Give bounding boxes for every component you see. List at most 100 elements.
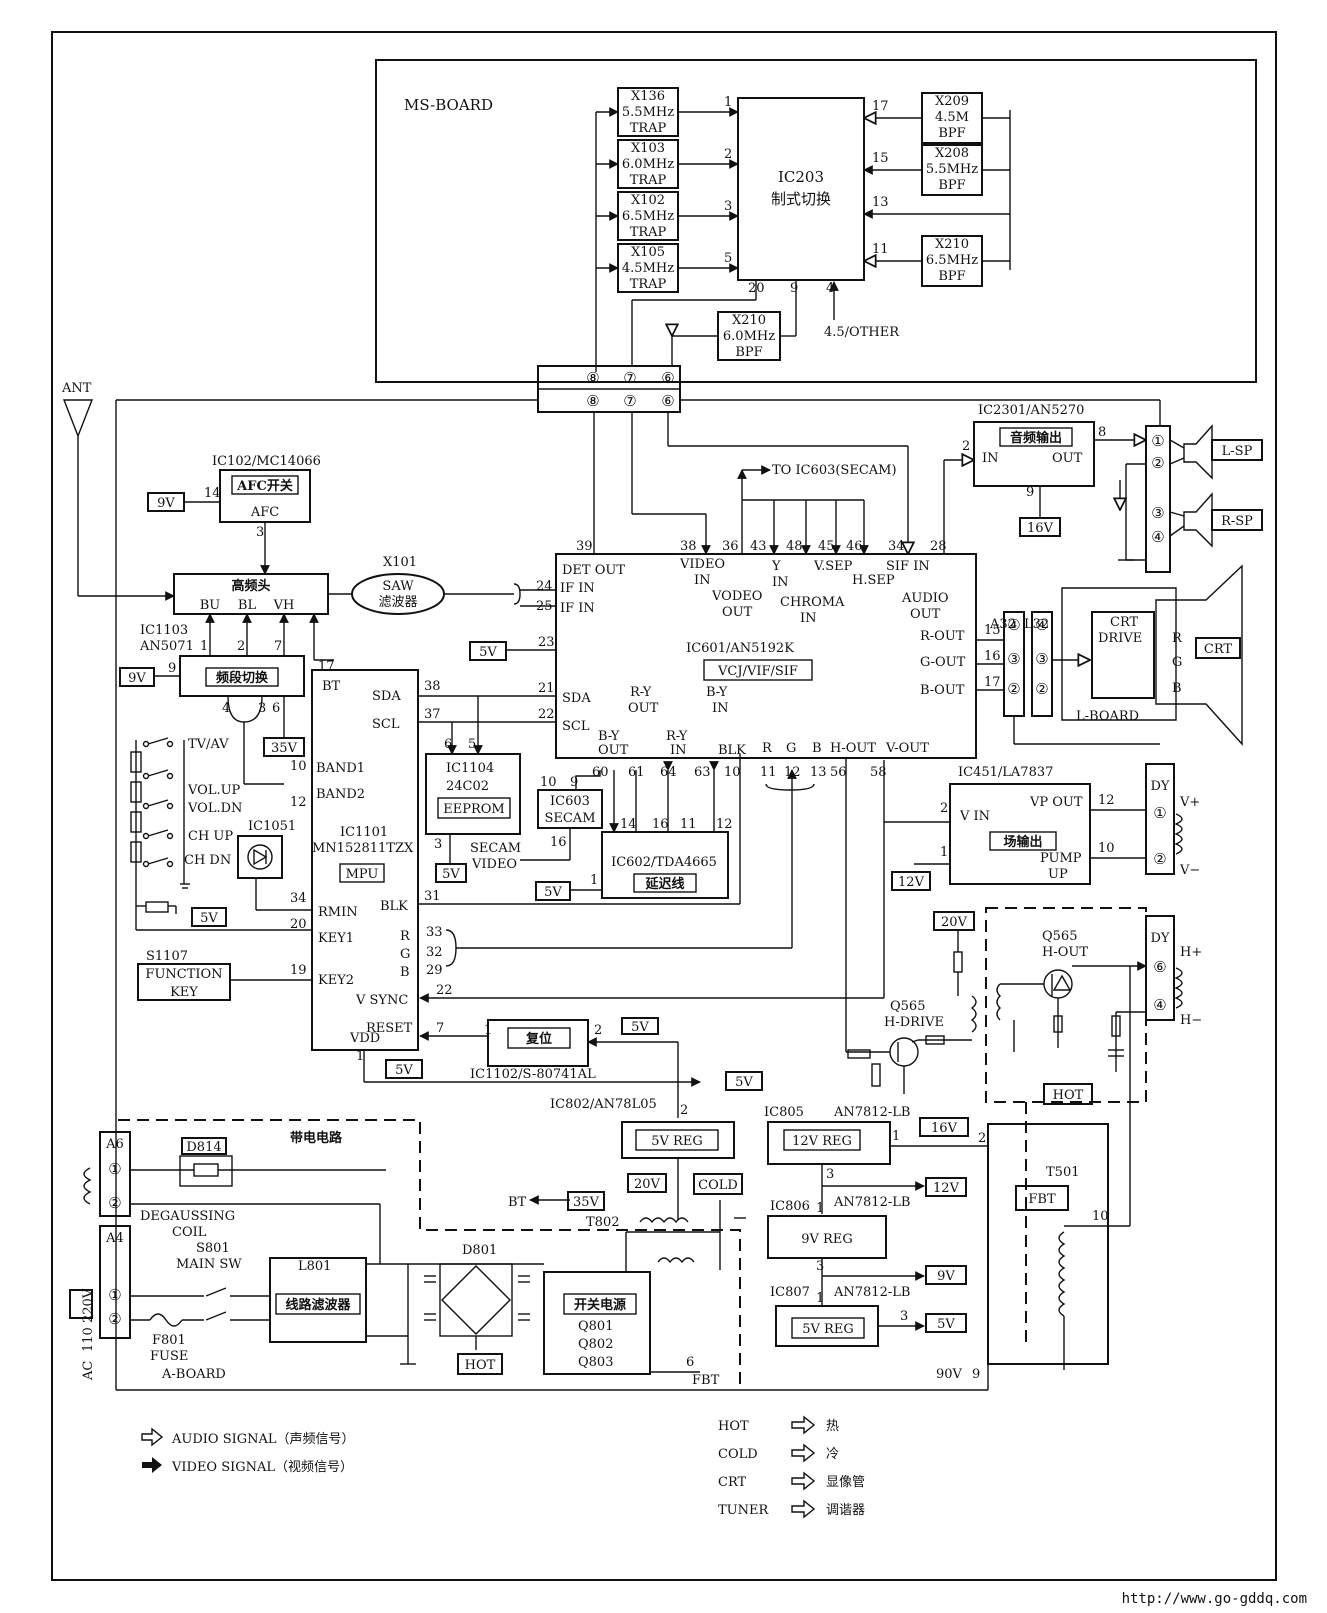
svg-text:5V: 5V [442, 867, 460, 882]
svg-text:CH UP: CH UP [188, 829, 233, 844]
svg-text:KEY1: KEY1 [318, 931, 354, 946]
svg-text:3: 3 [258, 701, 266, 716]
svg-text:V-OUT: V-OUT [885, 741, 929, 756]
svg-text:L-BOARD: L-BOARD [1076, 709, 1139, 724]
svg-text:L-SP: L-SP [1222, 444, 1253, 459]
ic601: DET OUT IF IN IF IN VIDEO IN VODEO OUT Y… [469, 539, 1004, 791]
crt-section: A32 L32 ④ ③ ② ④ ③ ② CRT DRIVE R G B L-BO… [989, 564, 1243, 746]
svg-text:58: 58 [870, 765, 887, 780]
ic1103: IC1103 AN5071 频段切换 9V 9 1 2 7 4 3 6 35V [119, 613, 305, 757]
svg-text:IN: IN [670, 743, 687, 758]
svg-text:5V: 5V [735, 1075, 753, 1090]
svg-text:AFC: AFC [250, 505, 279, 520]
svg-text:TUNER: TUNER [718, 1503, 769, 1518]
svg-text:AUDIO SIGNAL（声频信号）: AUDIO SIGNAL（声频信号） [171, 1432, 355, 1447]
svg-text:KEY: KEY [170, 985, 198, 1000]
svg-text:场输出: 场输出 [1003, 834, 1042, 850]
svg-text:IC2301/AN5270: IC2301/AN5270 [978, 403, 1084, 418]
svg-text:⑧: ⑧ [586, 369, 599, 387]
svg-text:RESET: RESET [366, 1021, 413, 1036]
svg-text:热: 热 [826, 1419, 839, 1434]
svg-text:COLD: COLD [698, 1178, 738, 1193]
svg-text:R: R [400, 929, 411, 944]
svg-text:35V: 35V [271, 741, 298, 756]
svg-text:BPF: BPF [938, 269, 965, 284]
source-url: http://www.go-gddq.com [1121, 1591, 1307, 1607]
svg-text:AN7812-LB: AN7812-LB [833, 1105, 910, 1120]
svg-text:22: 22 [436, 983, 453, 998]
speakers: ① ② ③ ④ L-SP R-SP [1118, 424, 1263, 573]
svg-text:6.5MHz: 6.5MHz [622, 209, 674, 224]
svg-text:CRT: CRT [1204, 642, 1233, 657]
svg-text:B-OUT: B-OUT [920, 683, 965, 698]
svg-text:X136: X136 [631, 89, 665, 104]
svg-text:③: ③ [1007, 650, 1020, 668]
svg-text:2: 2 [680, 1103, 688, 1118]
svg-text:1: 1 [816, 1201, 824, 1216]
svg-text:9: 9 [1026, 485, 1034, 500]
svg-text:110 220V: 110 220V [81, 1288, 96, 1352]
svg-text:A-BOARD: A-BOARD [161, 1367, 226, 1382]
svg-text:MS-BOARD: MS-BOARD [404, 96, 493, 114]
svg-text:37: 37 [424, 707, 441, 722]
ic807: IC807 AN7812-LB 5V REG 1 3 5V [770, 1285, 967, 1347]
svg-text:③: ③ [1035, 650, 1048, 668]
svg-text:OUT: OUT [722, 605, 753, 620]
svg-text:H-DRIVE: H-DRIVE [884, 1015, 944, 1030]
svg-text:2: 2 [594, 1023, 602, 1038]
svg-text:17: 17 [872, 99, 889, 114]
svg-text:⑥: ⑥ [661, 392, 674, 410]
svg-text:②: ② [1035, 680, 1048, 698]
svg-text:TRAP: TRAP [630, 173, 667, 188]
svg-text:10: 10 [1092, 1209, 1109, 1224]
svg-text:15: 15 [872, 151, 889, 166]
svg-text:1: 1 [200, 639, 208, 654]
svg-text:BPF: BPF [938, 178, 965, 193]
svg-text:B: B [812, 741, 822, 756]
svg-text:X210: X210 [935, 237, 969, 252]
svg-text:OUT: OUT [628, 701, 659, 716]
svg-text:4: 4 [222, 701, 230, 716]
svg-text:29: 29 [426, 963, 443, 978]
svg-text:R: R [1172, 631, 1183, 646]
svg-text:2: 2 [940, 801, 948, 816]
svg-text:FBT: FBT [692, 1373, 720, 1388]
bpf-x208: X208 5.5MHz BPF [921, 144, 983, 196]
svg-text:11: 11 [680, 817, 697, 832]
s1107: S1107 FUNCTION KEY 19 [137, 949, 312, 1001]
svg-text:AUDIO: AUDIO [901, 591, 949, 606]
svg-text:3: 3 [256, 525, 264, 540]
key-matrix: TV/AV VOL.UP VOL.DN CH UP CH DN 10 12 5V [130, 737, 312, 931]
svg-text:TRAP: TRAP [630, 277, 667, 292]
svg-text:①: ① [108, 1160, 121, 1178]
svg-text:V IN: V IN [959, 809, 990, 824]
svg-text:VIDEO SIGNAL（视频信号）: VIDEO SIGNAL（视频信号） [171, 1460, 353, 1475]
svg-text:39: 39 [576, 539, 593, 554]
svg-text:9: 9 [972, 1367, 980, 1382]
svg-text:②: ② [1151, 454, 1164, 472]
svg-text:12V: 12V [898, 875, 925, 890]
svg-text:34: 34 [888, 539, 905, 554]
svg-text:21: 21 [538, 681, 555, 696]
fbt-t501: T501 FBT 2 10 9 90V [936, 966, 1131, 1382]
svg-text:VP OUT: VP OUT [1029, 795, 1083, 810]
svg-text:11: 11 [872, 242, 889, 257]
saw-filter: X101 SAW 滤波器 [351, 555, 514, 615]
ic102: IC102/MC14066 AFC开关 AFC 9V 14 3 [147, 454, 321, 575]
svg-text:V−: V− [1179, 863, 1200, 878]
svg-text:5V: 5V [937, 1317, 955, 1332]
svg-text:12: 12 [784, 765, 801, 780]
svg-text:IC203: IC203 [778, 168, 824, 186]
svg-text:SCL: SCL [372, 717, 400, 732]
power-section: 带电电路 A6 ① ② D814 DEGAUSSING COIL A4 ① ② … [69, 1119, 746, 1390]
svg-text:D814: D814 [186, 1140, 221, 1155]
svg-text:AN7812-LB: AN7812-LB [833, 1285, 910, 1300]
svg-text:S1107: S1107 [146, 949, 188, 964]
svg-text:16: 16 [550, 835, 567, 850]
svg-text:R: R [762, 741, 773, 756]
svg-text:①: ① [1153, 804, 1166, 822]
svg-text:1: 1 [356, 1049, 364, 1064]
bpf-x209: X209 4.5M BPF [921, 92, 983, 144]
svg-text:10: 10 [1098, 841, 1115, 856]
svg-text:VH: VH [273, 598, 295, 613]
